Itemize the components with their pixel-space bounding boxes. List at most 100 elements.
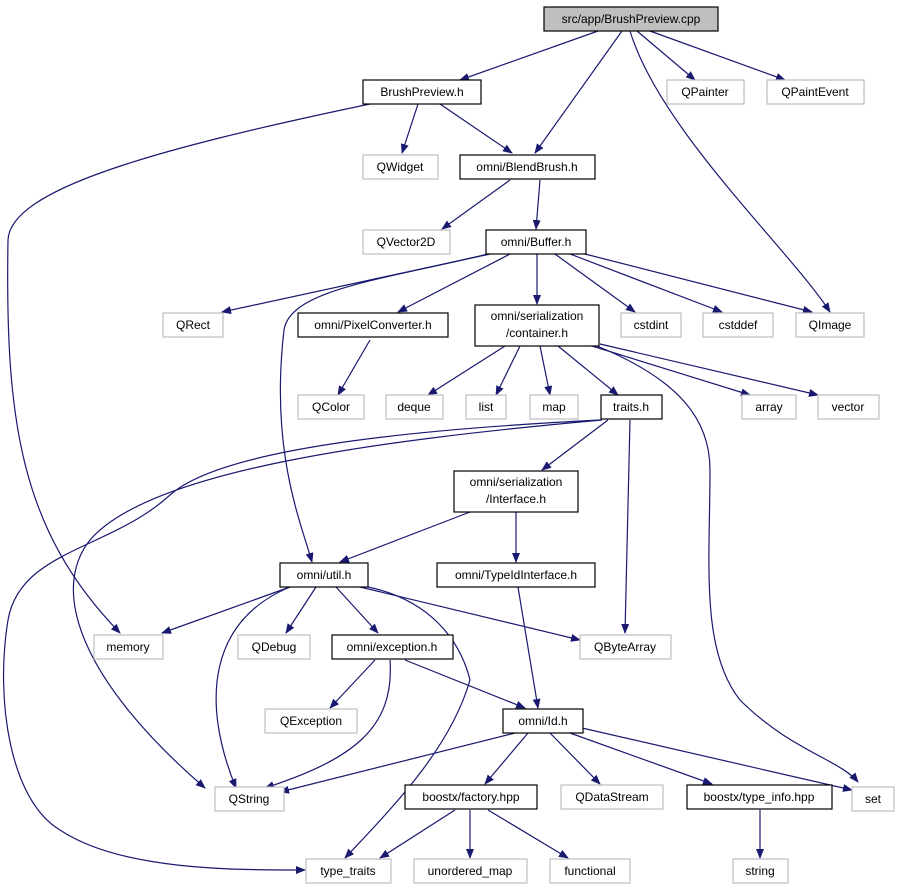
node-blendbrush-h[interactable]: omni/BlendBrush.h	[459, 154, 596, 180]
edge-buffer-h-to-util-h	[279, 253, 489, 563]
node-label: omni/Id.h	[518, 714, 567, 728]
node-list[interactable]: list	[465, 394, 507, 420]
node-label: string	[745, 864, 774, 878]
node-qpainter[interactable]: QPainter	[666, 79, 745, 105]
edge-util-h-to-qbytearray	[359, 586, 581, 642]
node-label: set	[865, 792, 882, 806]
edge-brushpreview-h-to-blendbrush-h	[439, 103, 513, 154]
node-set[interactable]: set	[851, 786, 895, 812]
edge-traits-h-to-type-traits	[3, 419, 601, 874]
node-label: QVector2D	[377, 235, 436, 249]
node-vector[interactable]: vector	[817, 394, 880, 420]
node-label: array	[755, 400, 782, 414]
node-label: cstddef	[719, 318, 758, 332]
node-map[interactable]: map	[529, 394, 579, 420]
edge-buffer-h-to-qimage	[584, 253, 813, 314]
edge-exception-h-to-qexception	[329, 659, 376, 709]
node-label: omni/BlendBrush.h	[476, 160, 577, 174]
node-label: QPainter	[681, 85, 728, 99]
node-qpaintevent[interactable]: QPaintEvent	[766, 79, 865, 105]
edge-cpp-to-qpaintevent	[649, 30, 786, 81]
node-label: list	[479, 400, 494, 414]
node-label-line1: omni/serialization	[470, 475, 563, 489]
node-unordered-map[interactable]: unordered_map	[413, 858, 528, 884]
edge-id-h-to-set	[581, 727, 853, 792]
node-qcolor[interactable]: QColor	[297, 394, 365, 420]
node-qimage[interactable]: QImage	[795, 312, 865, 338]
node-traits-h[interactable]: traits.h	[600, 394, 663, 420]
node-label: omni/Buffer.h	[501, 235, 572, 249]
node-label: omni/TypeIdInterface.h	[455, 568, 577, 582]
node-util-h[interactable]: omni/util.h	[279, 562, 369, 588]
edge-typeidinterface-h-to-id-h	[517, 586, 541, 709]
node-qvector2d[interactable]: QVector2D	[362, 229, 451, 255]
node-label: QDebug	[252, 640, 297, 654]
node-label-line2: /container.h	[506, 326, 568, 340]
edge-brushpreview-h-to-memory	[7, 103, 371, 634]
node-factory-hpp[interactable]: boostx/factory.hpp	[404, 784, 538, 810]
edge-util-h-to-exception-h	[335, 586, 379, 634]
node-array[interactable]: array	[741, 394, 797, 420]
node-pixelconverter-h[interactable]: omni/PixelConverter.h	[297, 312, 449, 338]
node-label: boostx/factory.hpp	[422, 790, 519, 804]
node-cstdint[interactable]: cstdint	[620, 312, 682, 338]
node-label: QWidget	[377, 160, 424, 174]
node-label: memory	[106, 640, 149, 654]
edge-cpp-to-blendbrush-h	[534, 30, 623, 154]
edge-exception-h-to-qstring	[264, 659, 391, 789]
node-brushpreview-h[interactable]: BrushPreview.h	[362, 79, 482, 105]
node-label: QPaintEvent	[781, 85, 849, 99]
node-label: deque	[397, 400, 431, 414]
node-label: type_traits	[320, 864, 375, 878]
node-label: map	[542, 400, 566, 414]
node-functional[interactable]: functional	[549, 858, 631, 884]
edge-cpp-to-qpainter	[636, 30, 696, 81]
node-label: QDataStream	[575, 790, 648, 804]
node-qwidget[interactable]: QWidget	[362, 154, 439, 180]
edge-id-h-to-type-info-hpp	[569, 732, 713, 785]
edge-exception-h-to-id-h	[404, 659, 526, 709]
edge-container-h-to-deque	[427, 345, 506, 396]
node-container-h[interactable]: omni/serialization /container.h	[474, 304, 600, 347]
node-qstring[interactable]: QString	[214, 786, 285, 812]
edge-interface-h-to-util-h	[339, 511, 471, 563]
node-exception-h[interactable]: omni/exception.h	[331, 634, 454, 660]
node-qdatastream[interactable]: QDataStream	[560, 784, 664, 810]
edge-cpp-to-qimage	[629, 30, 831, 313]
node-string[interactable]: string	[732, 858, 789, 884]
edge-factory-hpp-to-type-traits	[379, 809, 456, 859]
edge-blendbrush-h-to-buffer-h	[532, 179, 541, 230]
edge-container-h-to-map	[539, 345, 553, 396]
node-label: QException	[280, 714, 342, 728]
edge-id-h-to-qdatastream	[549, 732, 601, 785]
node-label: QColor	[312, 400, 350, 414]
node-qexception[interactable]: QException	[264, 708, 358, 734]
edge-buffer-h-to-cstdint	[554, 253, 636, 313]
node-qbytearray[interactable]: QByteArray	[579, 634, 672, 660]
node-label: cstdint	[634, 318, 669, 332]
node-type-info-hpp[interactable]: boostx/type_info.hpp	[686, 784, 833, 810]
node-label: QImage	[809, 318, 852, 332]
node-memory[interactable]: memory	[93, 634, 164, 660]
edge-blendbrush-h-to-qvector2d	[441, 179, 511, 230]
node-label: src/app/BrushPreview.cpp	[562, 12, 701, 26]
edge-factory-hpp-to-functional	[487, 809, 569, 859]
node-id-h[interactable]: omni/Id.h	[502, 708, 584, 734]
edge-id-h-to-qstring	[279, 732, 516, 794]
node-cstddef[interactable]: cstddef	[702, 312, 774, 338]
node-label: omni/exception.h	[347, 640, 438, 654]
node-interface-h[interactable]: omni/serialization /Interface.h	[453, 470, 579, 513]
node-deque[interactable]: deque	[385, 394, 444, 420]
node-buffer-h[interactable]: omni/Buffer.h	[485, 229, 587, 255]
node-label: QString	[229, 792, 270, 806]
node-type-traits[interactable]: type_traits	[305, 858, 392, 884]
node-qdebug[interactable]: QDebug	[237, 634, 311, 660]
edge-container-h-to-array	[591, 345, 751, 397]
edge-traits-h-to-interface-h	[541, 419, 609, 471]
node-label-line2: /Interface.h	[486, 492, 546, 506]
node-qrect[interactable]: QRect	[162, 312, 224, 338]
node-brushpreview-cpp[interactable]: src/app/BrushPreview.cpp	[543, 6, 719, 32]
edge-container-h-to-list	[495, 345, 521, 396]
node-typeidinterface-h[interactable]: omni/TypeIdInterface.h	[436, 562, 596, 588]
